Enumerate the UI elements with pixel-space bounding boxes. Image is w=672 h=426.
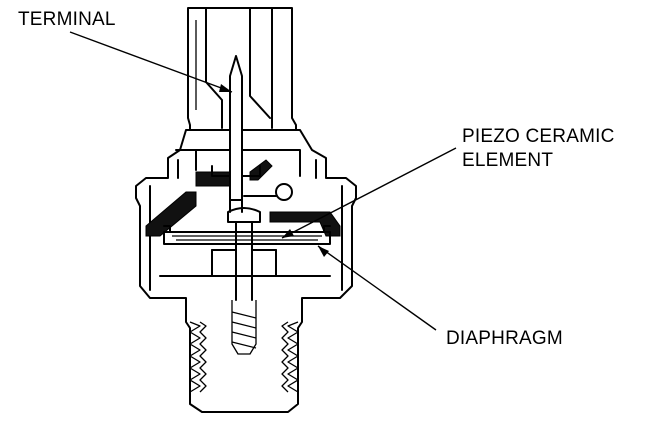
label-piezo-line2: ELEMENT [462,150,553,171]
leader-piezo-arrow [282,229,294,238]
inner-mechanism [145,149,341,301]
threads-center [231,300,257,355]
leader-terminal [69,31,233,93]
terminal-pin [229,55,243,213]
label-terminal: TERMINAL [18,9,116,30]
label-terminal-group: TERMINAL [18,9,233,93]
label-piezo-group: PIEZO CERAMIC ELEMENT [281,126,615,239]
leader-diaphragm-arrow [318,246,329,257]
threads-left [189,321,207,393]
label-diaphragm-group: DIAPHRAGM [317,245,563,349]
threads-right [281,321,299,393]
leader-terminal-arrow [219,84,232,92]
sensor-body [135,129,357,413]
label-piezo-line1: PIEZO CERAMIC [462,126,615,147]
leader-diaphragm [317,245,437,331]
label-diaphragm: DIAPHRAGM [446,328,563,349]
leader-piezo [281,147,457,239]
